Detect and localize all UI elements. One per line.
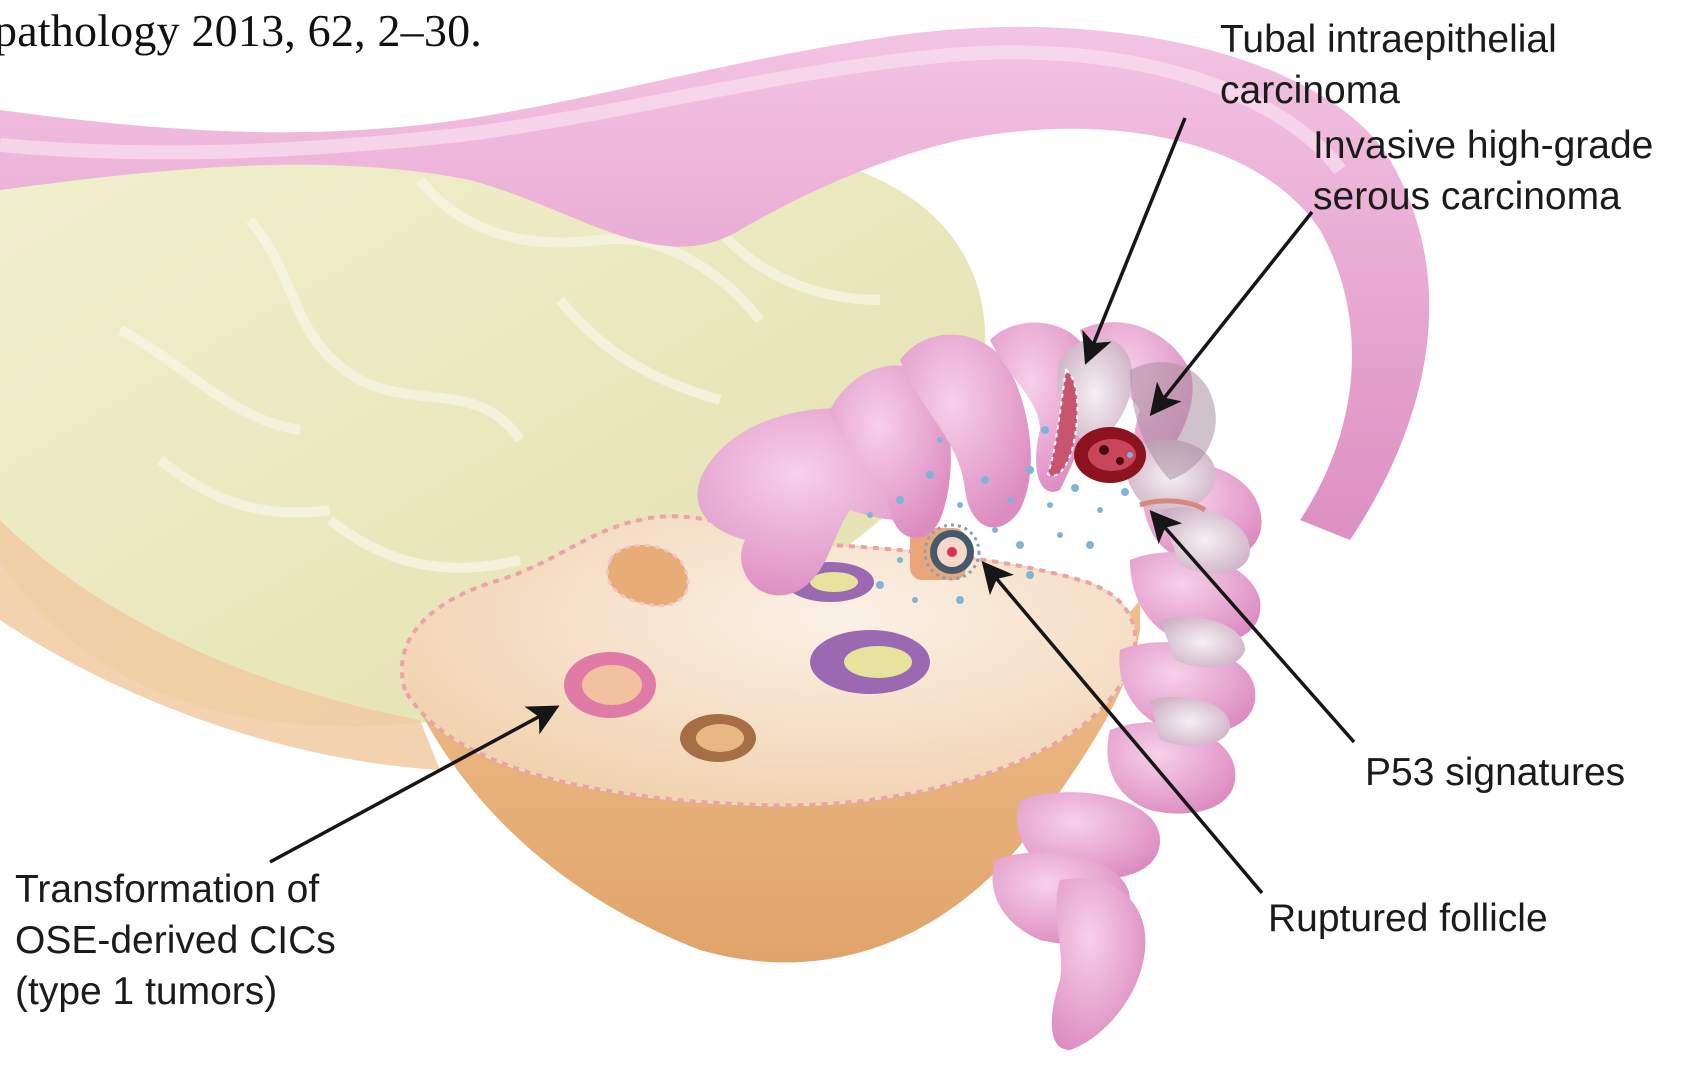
cic-purple-right-inner [844, 646, 912, 678]
invasive-hgsc-lesion [1074, 427, 1146, 483]
label-p53-signatures: P53 signatures [1365, 747, 1625, 798]
label-line: OSE-derived CICs [15, 915, 336, 966]
arrow-invasive [1153, 212, 1312, 412]
label-line: Ruptured follicle [1268, 893, 1548, 944]
label-tubal-intraepithelial-carcinoma: Tubal intraepithelial carcinoma [1220, 14, 1557, 116]
label-line: carcinoma [1220, 65, 1557, 116]
label-transformation-ose-cics: Transformation of OSE-derived CICs (type… [15, 864, 336, 1017]
cic-brown-inner [696, 724, 744, 752]
label-line: Transformation of [15, 864, 336, 915]
citation-text: pathology 2013, 62, 2–30. [0, 4, 482, 57]
label-line: (type 1 tumors) [15, 966, 336, 1017]
arrow-tubal [1087, 118, 1185, 360]
cic-pink-inner [582, 665, 642, 705]
label-invasive-high-grade-serous-carcinoma: Invasive high-grade serous carcinoma [1313, 120, 1653, 222]
cic-purple-top-inner [810, 572, 858, 592]
label-line: P53 signatures [1365, 747, 1625, 798]
label-line: Tubal intraepithelial [1220, 14, 1557, 65]
label-line: Invasive high-grade [1313, 120, 1653, 171]
label-ruptured-follicle: Ruptured follicle [1268, 893, 1548, 944]
label-line: serous carcinoma [1313, 171, 1653, 222]
